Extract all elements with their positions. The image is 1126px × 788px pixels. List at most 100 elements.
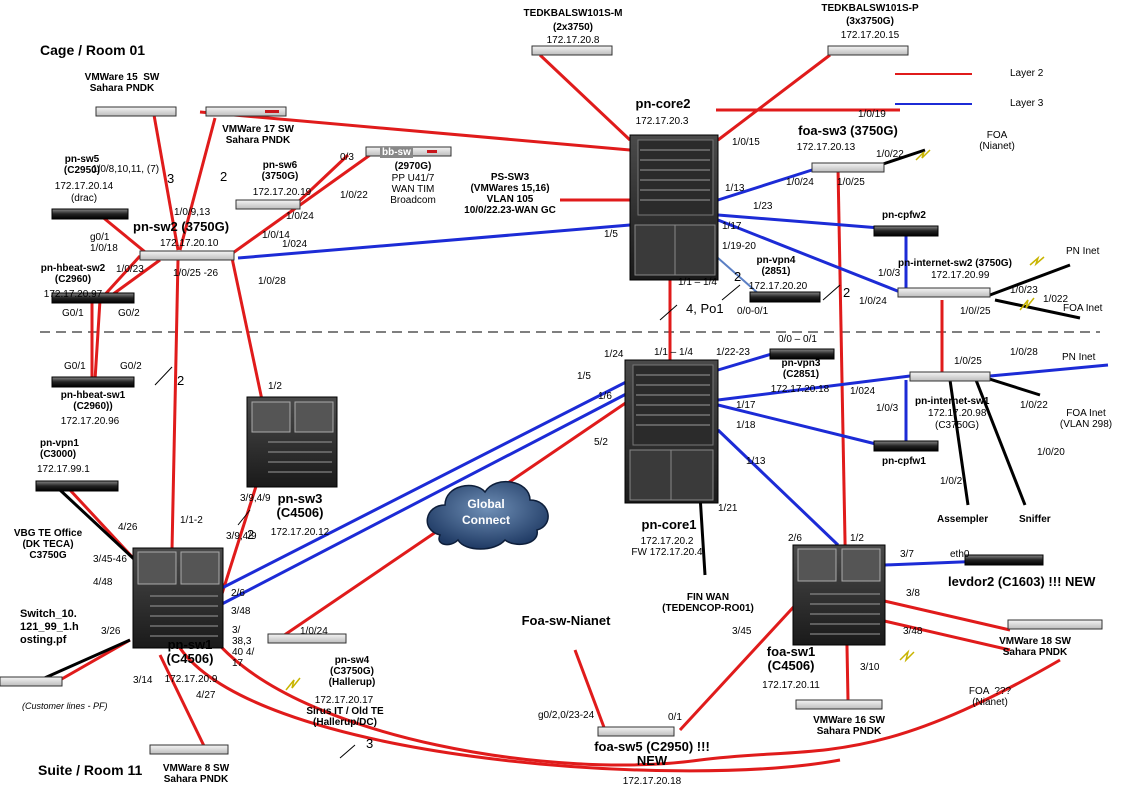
pn-cpfw2-label: pn-cpfw2 — [882, 210, 926, 221]
pn-vpn4-name: pn-vpn4 (2851) — [756, 255, 796, 277]
vbg-label: VBG TE Office (DK TECA) C3750G — [13, 528, 83, 561]
port-label: 1/22-23 — [716, 347, 750, 358]
bundle-count: 3 — [167, 171, 175, 186]
port-label: 0/0 – 0/1 — [778, 334, 817, 345]
pn-sw4-note: Sirus IT / Old TE (Hallerup/DC) — [306, 706, 384, 728]
pn-internet-sw2-ip: 172.17.20.99 — [931, 270, 990, 281]
pn-core2-chassis — [629, 134, 719, 281]
vmware18-label: VMWare 18 SW Sahara PNDK — [999, 636, 1071, 658]
port-label: 3/45 — [732, 626, 752, 637]
foa-sw-nianet-label: Foa-sw-Nianet — [521, 613, 611, 628]
port-label: 1/13 — [746, 456, 766, 467]
port-label: 1/024 — [282, 239, 308, 250]
pn-hbeat-sw1-ip: 172.17.20.96 — [60, 416, 120, 427]
vmware16-label: VMWare 16 SW Sahara PNDK — [813, 715, 885, 737]
pn-sw3-name: pn-sw3 (C4506) — [276, 491, 324, 520]
port-label: G0/2 — [120, 361, 142, 372]
foa-inet-top-label: FOA Inet — [1063, 303, 1103, 314]
port-label: 1/0/24 — [786, 177, 814, 188]
vpn4-link — [717, 257, 761, 296]
tedk-m-ip: 172.17.20.8 — [546, 35, 600, 46]
pn-vpn4-ip: 172.17.20.20 — [748, 281, 808, 292]
pn-sw6-name: pn-sw6 (3750G) — [261, 160, 299, 182]
port-label: 1/0/15 — [732, 137, 760, 148]
port-label: 1/0/22 — [340, 190, 368, 201]
port-label: 1/1 – 1/4 — [654, 347, 693, 358]
pn-sw6-ip: 172.17.20.19 — [252, 187, 312, 198]
pn-internet-sw1-model: (C3750G) — [935, 420, 979, 431]
wireless-bolts — [285, 149, 1045, 691]
port-label: 1/21 — [718, 503, 738, 514]
bundle-count: 2 — [247, 527, 255, 542]
port-label: 1/0/3 — [878, 268, 901, 279]
port-label: 1/0/22 — [1020, 400, 1048, 411]
pn-sw3-ip: 172.17.20.12 — [270, 527, 330, 538]
pn-sw5-name: pn-sw5 (C2950) — [63, 154, 101, 176]
customer-lines-label: (Customer lines - PF) — [22, 701, 108, 711]
pn-sw1-name: pn-sw1 (C4506) — [166, 637, 214, 666]
pn-vpn3-name: pn-vpn3 (C2851) — [781, 358, 821, 380]
pn-hbeat-sw2-name: pn-hbeat-sw2 (C2960) — [40, 263, 106, 285]
port-label: 2/6 — [231, 588, 245, 599]
port-label: 3/9,4/9 — [240, 493, 271, 504]
tedk-m-name: TEDKBALSW101S-M — [523, 8, 623, 19]
foa-sw1-ip: 172.17.20.11 — [762, 680, 820, 691]
port-label: 1/24 — [604, 349, 624, 360]
pn-core1-fw: FW 172.17.20.4 — [631, 547, 703, 558]
pn-core1-name: pn-core1 — [641, 517, 697, 532]
foa-sw3-ip: 172.17.20.13 — [796, 142, 856, 153]
port-label: 1/5 — [577, 371, 591, 382]
pn-vpn1-ip: 172.17.99.1 — [37, 464, 90, 475]
assempler-label: Assempler — [937, 514, 989, 525]
pn-cpfw1-label: pn-cpfw1 — [882, 456, 926, 467]
port-label: 3/9,4/9 — [226, 531, 257, 542]
pn-hbeat-sw2-ip: 172.17.20.97 — [43, 289, 103, 300]
port-label: 1/0/28 — [258, 276, 286, 287]
bundle-label: 4, Po1 — [686, 301, 724, 316]
vmware17-label: VMWare 17 SW Sahara PNDK — [222, 124, 294, 146]
port-label: 1/0/25 — [954, 356, 982, 367]
port-label: 3/10 — [860, 662, 880, 673]
cage-room-label: Cage / Room 01 — [40, 42, 146, 58]
vmware15-label: VMWare 15 SW Sahara PNDK — [84, 72, 160, 94]
port-label: 0/0-0/1 — [737, 306, 769, 317]
port-label: 1/2 — [268, 381, 282, 392]
bundle-marks — [154, 284, 841, 759]
port-label: 3/14 — [133, 675, 153, 686]
port-label: 1/0/24 — [286, 211, 314, 222]
port-label: 1/024 — [850, 386, 876, 397]
port-label: 4/27 — [196, 690, 216, 701]
pn-internet-sw2-name: pn-internet-sw2 (3750G) — [898, 258, 1012, 269]
pn-sw1-chassis — [132, 547, 224, 649]
port-label: G0/2 — [118, 308, 140, 319]
bundle-count: 2 — [734, 269, 742, 284]
suite-room-label: Suite / Room 11 — [38, 762, 143, 778]
port-label: 1/17 — [736, 400, 756, 411]
port-label: 1/1 – 1/4 — [678, 277, 717, 288]
global-connect-cloud — [426, 481, 549, 550]
port-label: 1/1-2 — [180, 515, 203, 526]
port-label: 3/48 — [903, 626, 923, 637]
switch10-label: Switch_10. 121_99_1.h osting.pf — [20, 608, 79, 646]
port-label: 1/0/25 -26 — [173, 268, 219, 279]
port-label: 1/0/19 — [858, 109, 886, 120]
pn-sw4-name: pn-sw4 (C3750G) (Hallerup) — [328, 655, 376, 688]
pn-sw2-name: pn-sw2 (3750G) — [133, 219, 230, 234]
port-label: 1/13 — [725, 183, 745, 194]
port-label: 1/5 — [604, 229, 618, 240]
pn-vpn1-name: pn-vpn1 (C3000) — [40, 438, 79, 460]
port-label: 1/0/2 — [940, 476, 963, 487]
port-label: 3/7 — [900, 549, 914, 560]
port-label: 1/0/3 — [876, 403, 899, 414]
port-label: G0/1 — [62, 308, 84, 319]
bundle-count: 3 — [366, 736, 374, 751]
other-links — [39, 148, 1081, 682]
bb-sw-note: PP U41/7 WAN TIM Broadcom — [390, 173, 436, 206]
bar-devices — [35, 208, 1044, 566]
ps-sw3-label: PS-SW3 (VMWares 15,16) VLAN 105 10/0/22.… — [464, 172, 556, 216]
pn-core1-chassis — [624, 359, 719, 504]
port-label: 0/3 — [340, 152, 354, 163]
port-label: g0/1 — [90, 232, 110, 243]
bb-sw-model: (2970G) — [394, 161, 432, 172]
port-label: 1/23 — [753, 201, 773, 212]
